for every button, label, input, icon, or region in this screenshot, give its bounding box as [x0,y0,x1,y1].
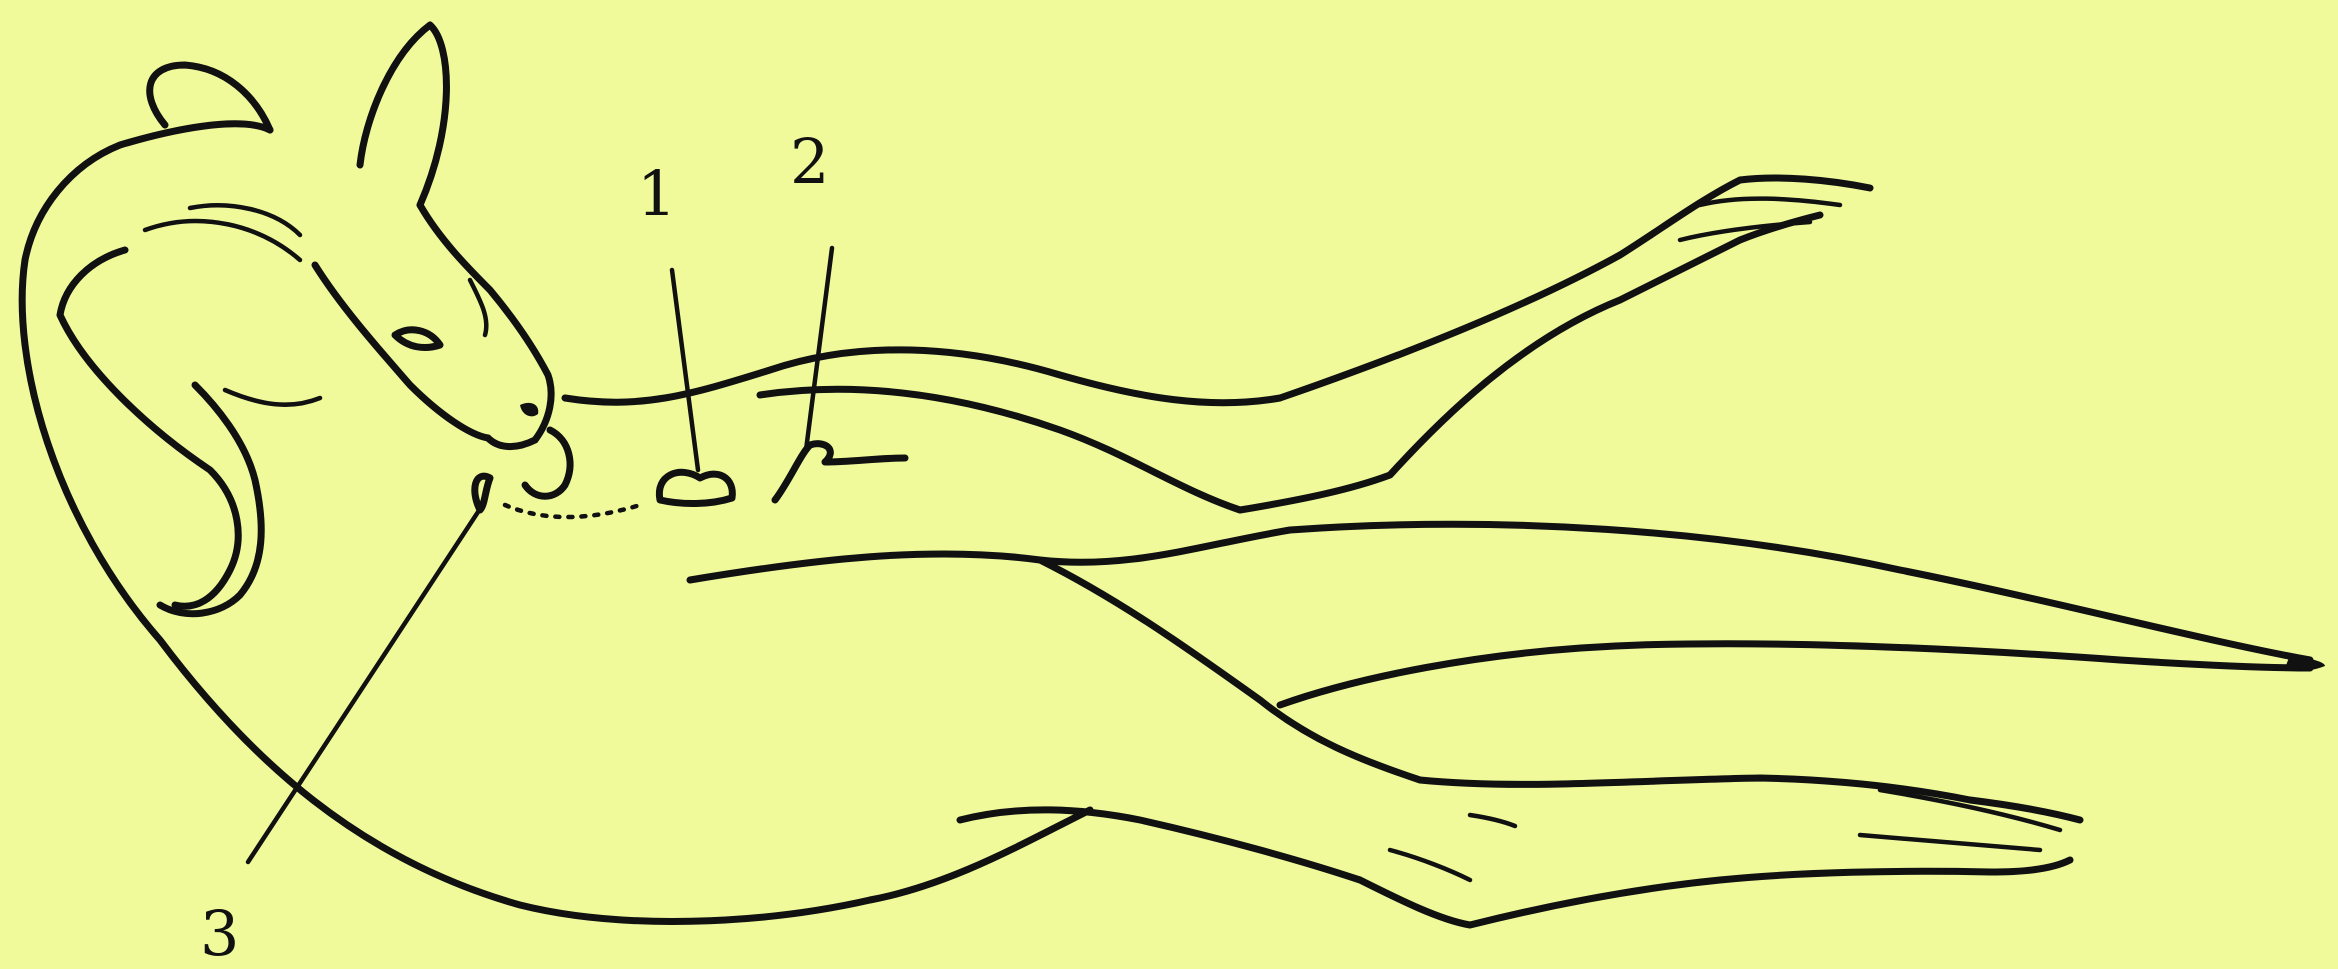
label-3: 3 [200,897,239,969]
label-1: 1 [637,157,676,230]
label-2: 2 [790,125,829,198]
